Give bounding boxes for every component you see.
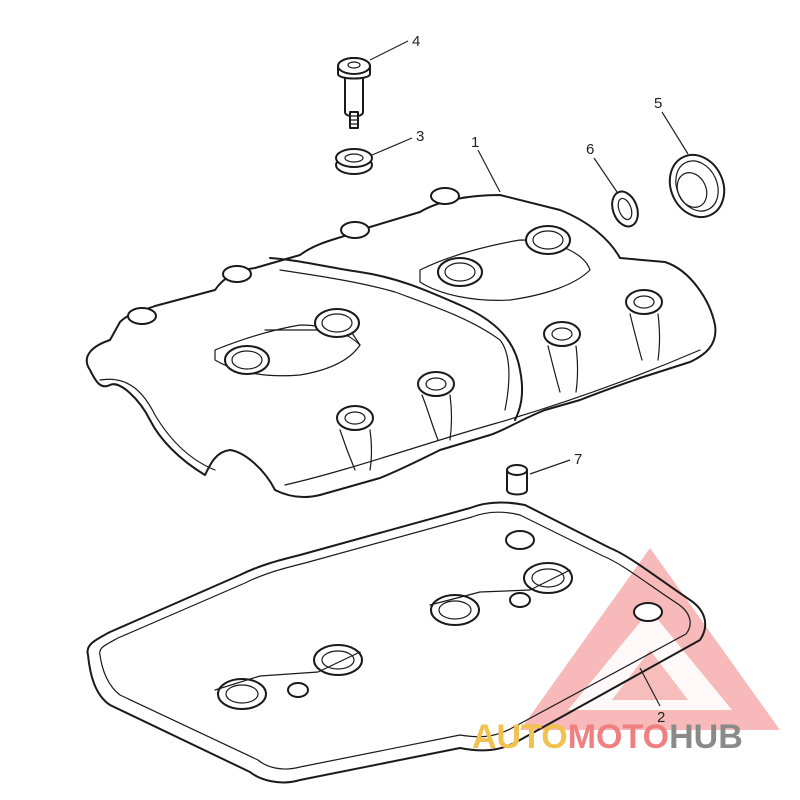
o-ring [611, 190, 639, 228]
callout-number-4: 4 [412, 33, 420, 50]
cover-gasket [86, 501, 707, 784]
callout-number-6: 6 [586, 141, 594, 158]
oil-filler-cap [668, 153, 726, 219]
shoulder-bolt [337, 57, 371, 129]
callout-7: 7 [529, 451, 582, 475]
callout-3: 3 [371, 128, 424, 156]
watermark-hub: HUB [669, 718, 743, 756]
callout-5: 5 [654, 95, 689, 155]
callout-4: 4 [369, 33, 420, 61]
cylinder-head-cover [85, 187, 717, 499]
callout-number-5: 5 [654, 95, 662, 112]
watermark-text: AUTOMOTOHUB [472, 718, 743, 756]
callout-number-1: 1 [471, 134, 479, 151]
callout-6: 6 [586, 141, 618, 193]
callout-number-3: 3 [416, 128, 424, 145]
dowel-pin [506, 464, 528, 496]
svg-text:AUTOMOTOHUB: AUTOMOTOHUB [472, 718, 743, 756]
callout-1: 1 [471, 134, 501, 193]
watermark-triangle-core [612, 650, 688, 700]
watermark-auto: AUTO [472, 718, 568, 756]
callout-number-7: 7 [574, 451, 582, 468]
watermark-logo [520, 548, 780, 730]
rubber-grommet [335, 148, 373, 175]
callout-number-2: 2 [657, 709, 665, 726]
callout-2: 2 [639, 667, 665, 726]
watermark-moto: MOTO [568, 718, 669, 756]
